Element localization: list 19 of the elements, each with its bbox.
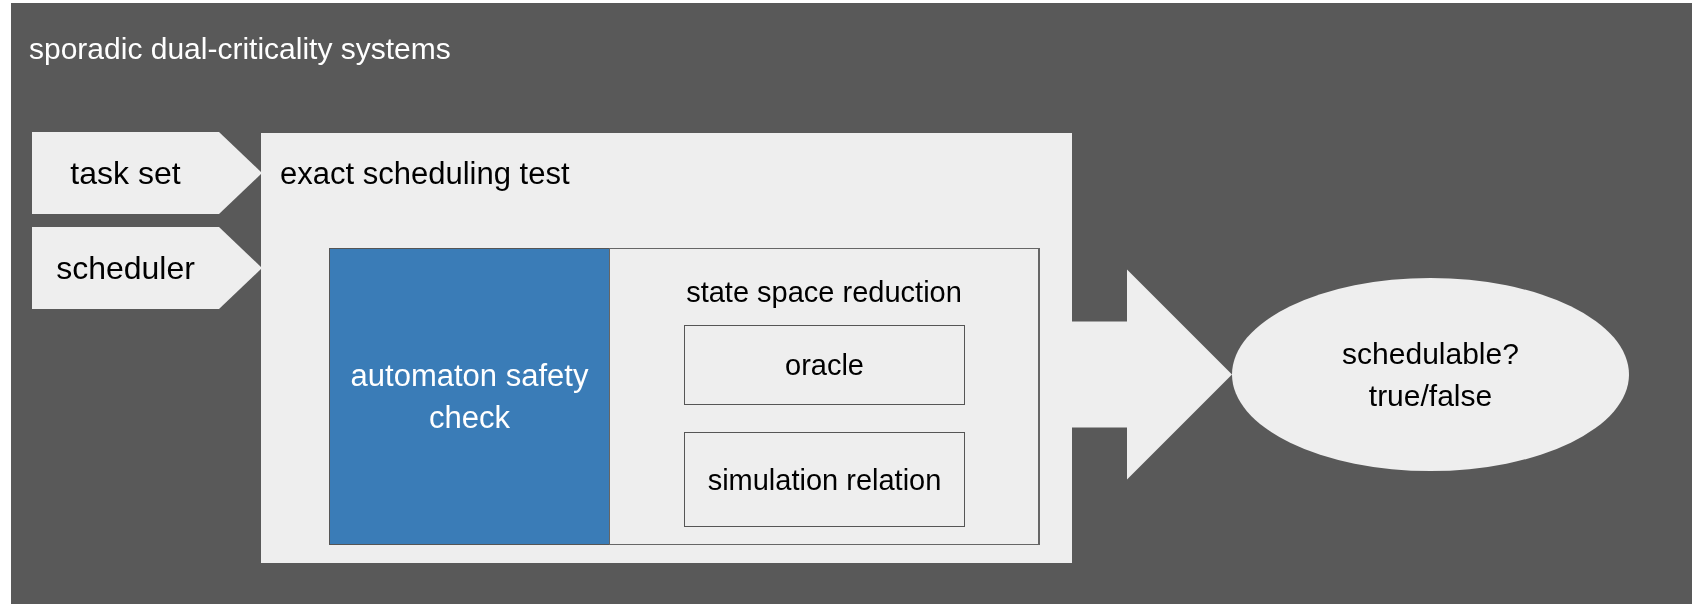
input-label: task set [70,154,181,193]
system-panel [11,3,1692,604]
box-label: simulation relation [707,462,942,498]
box-label: automaton safety check [349,356,590,437]
process-box [684,432,965,527]
box-heading: exact scheduling test [280,155,570,193]
reduction-box [609,248,1039,545]
box-label: oracle [785,348,864,383]
input-label: scheduler [56,249,195,288]
box-heading: state space reduction [685,275,963,310]
input-chevron [32,132,262,214]
block-arrow [1072,269,1232,480]
process-box [329,248,610,545]
input-chevron [32,227,262,309]
panel-title: sporadic dual-criticality systems [29,31,451,67]
test-box [261,133,1072,563]
result-label: schedulable? true/false [1342,335,1519,414]
process-box [684,325,965,405]
result-ellipse [1232,278,1629,471]
